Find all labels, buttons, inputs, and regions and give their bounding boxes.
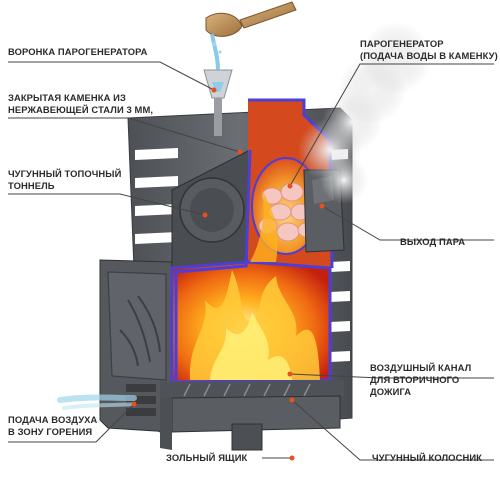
label-funnel: ВОРОНКА ПАРОГЕНЕРАТОРА [8,46,148,57]
firebox [170,190,332,384]
label-tunnel: ЧУГУННЫЙ ТОПОЧНЫЙ ТОННЕЛЬ [8,168,122,191]
label-steam-generator: ПАРОГЕНЕРАТОР (ПОДАЧА ВОДЫ В КАМЕНКУ) [360,38,498,61]
label-air-channel: ВОЗДУШНЫЙ КАНАЛ ДЛЯ ВТОРИЧНОГО ДОЖИГА [370,362,472,397]
label-steam-outlet: ВЫХОД ПАРА [400,236,466,247]
callout-dots [131,87,325,461]
fire-door [99,259,173,433]
water-ladle [205,1,297,71]
steam-plume [298,22,432,204]
label-stone-box: ЗАКРЫТАЯ КАМЕНКА ИЗ НЕРЖАВЕЮЩЕЙ СТАЛИ 3 … [8,92,154,115]
air-channel-outline [174,149,252,380]
leader-lines [8,61,494,461]
cast-iron-tunnel [171,149,251,271]
air-inflow [57,394,137,410]
grate-and-ashpit [160,380,344,451]
label-air-supply: ПОДАЧА ВОЗДУХА В ЗОНУ ГОРЕНИЯ [8,414,98,437]
label-grate: ЧУГУННЫЙ КОЛОСНИК [372,452,482,463]
label-ash-box: ЗОЛЬНЫЙ ЯЩИК [166,452,248,463]
